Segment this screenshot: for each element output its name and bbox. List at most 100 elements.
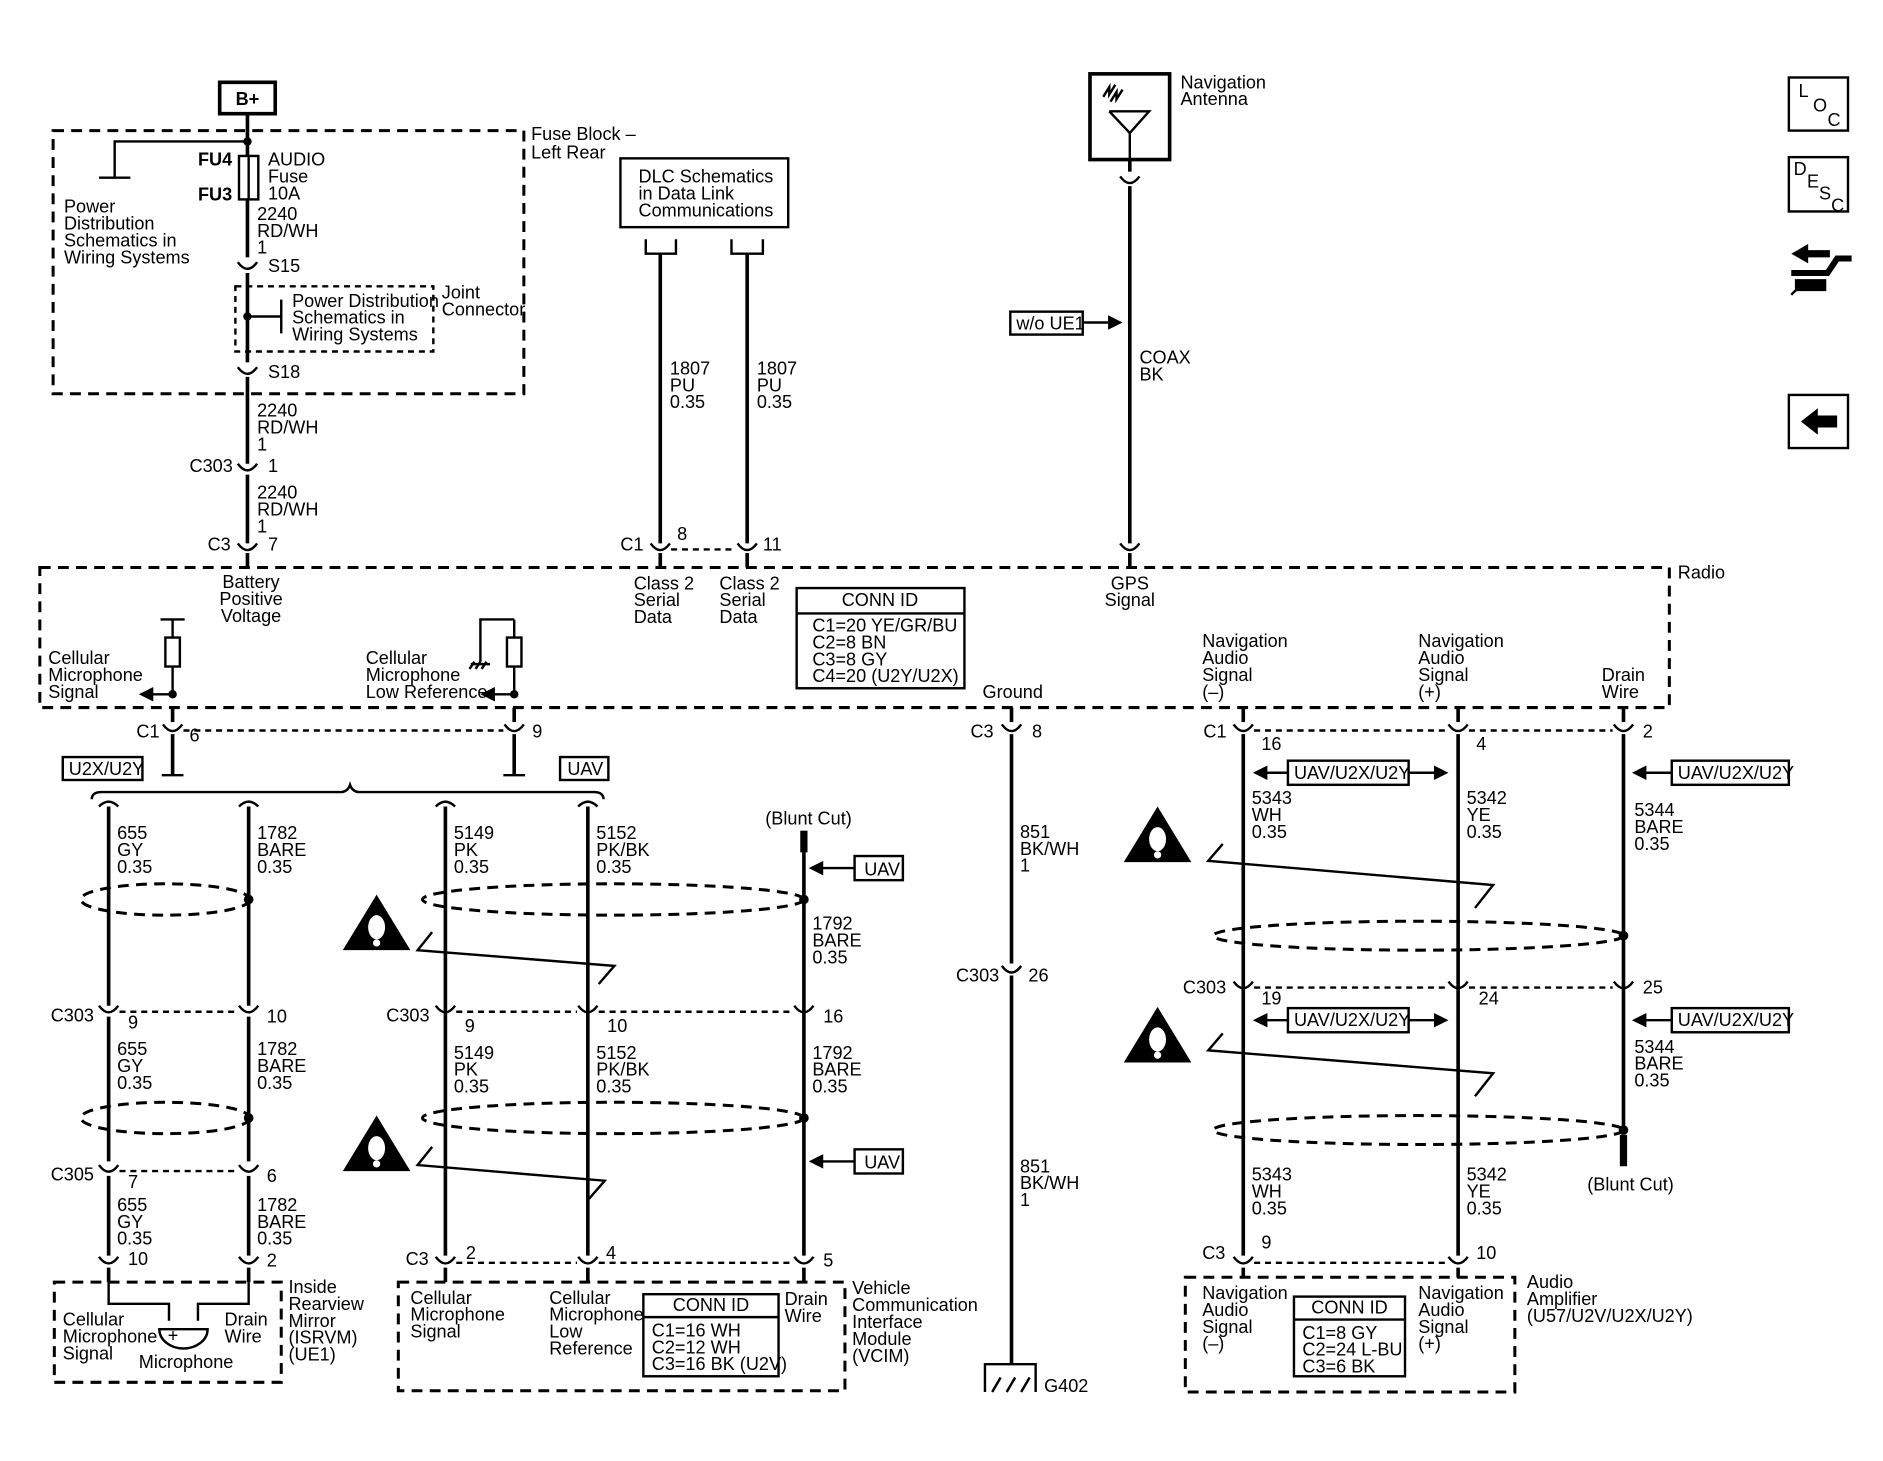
svg-text:655: 655 [117,823,147,843]
svg-text:5343: 5343 [1252,1165,1292,1185]
svg-text:(ISRVM): (ISRVM) [288,1328,357,1348]
svg-text:Signal: Signal [1418,665,1468,685]
svg-text:Voltage: Voltage [221,606,281,626]
svg-text:1: 1 [257,238,267,258]
svg-text:PK: PK [454,840,478,860]
svg-text:C1=20 YE/GR/BU: C1=20 YE/GR/BU [812,616,957,636]
svg-text:Signal: Signal [1202,1317,1252,1337]
svg-text:2240: 2240 [257,204,297,224]
svg-text:BARE: BARE [1634,1054,1683,1074]
svg-text:Microphone: Microphone [549,1305,644,1325]
svg-text:5149: 5149 [454,823,494,843]
svg-text:Drain: Drain [1602,665,1645,685]
svg-text:Microphone: Microphone [48,665,143,685]
svg-text:Navigation: Navigation [1180,72,1266,92]
tools-icon[interactable] [1790,244,1852,296]
svg-text:Low: Low [549,1322,583,1342]
svg-text:0.35: 0.35 [812,1077,847,1097]
svg-text:AUDIO: AUDIO [268,150,325,170]
svg-text:C3: C3 [406,1249,429,1269]
svg-text:Low Reference: Low Reference [366,682,488,702]
svg-text:0.35: 0.35 [454,1077,489,1097]
svg-text:Amplifier: Amplifier [1527,1289,1597,1309]
isrvm-box [52,1280,283,1384]
svg-text:BK: BK [1139,364,1163,384]
svg-text:Positive: Positive [219,589,282,609]
svg-text:GY: GY [117,1056,143,1076]
svg-text:C3=16 BK (U2V): C3=16 BK (U2V) [652,1354,787,1374]
svg-text:(+): (+) [1418,1334,1441,1354]
svg-text:10: 10 [1476,1243,1496,1263]
svg-text:5342: 5342 [1467,788,1507,808]
svg-text:Data: Data [719,607,758,627]
svg-text:(Blunt Cut): (Blunt Cut) [1587,1174,1673,1194]
svg-text:0.35: 0.35 [257,857,292,877]
svg-text:Microphone: Microphone [410,1305,505,1325]
svg-text:5343: 5343 [1252,788,1292,808]
svg-text:UAV: UAV [864,859,900,879]
svg-text:RD/WH: RD/WH [257,418,318,438]
desc-button[interactable]: D E S C [1787,155,1850,215]
svg-text:Signal: Signal [63,1343,113,1363]
back-button[interactable] [1787,393,1850,450]
svg-text:YE: YE [1467,1182,1491,1202]
svg-text:Reference: Reference [549,1339,632,1359]
svg-text:6: 6 [267,1166,277,1186]
svg-text:1792: 1792 [812,914,852,934]
svg-text:Wire: Wire [1602,682,1639,702]
svg-text:COAX: COAX [1139,348,1190,368]
svg-text:UAV/U2X/U2Y: UAV/U2X/U2Y [1678,763,1794,783]
svg-text:Signal: Signal [1202,665,1252,685]
svg-text:0.35: 0.35 [257,1073,292,1093]
svg-text:Signal: Signal [1105,590,1155,610]
svg-text:C3: C3 [1202,1243,1225,1263]
warning-icon [1123,1006,1192,1063]
svg-text:BARE: BARE [812,1060,861,1080]
svg-text:(–): (–) [1202,682,1224,702]
svg-text:5342: 5342 [1467,1165,1507,1185]
svg-text:655: 655 [117,1195,147,1215]
svg-text:10: 10 [607,1016,627,1036]
svg-text:25: 25 [1643,978,1663,998]
svg-text:Cellular: Cellular [48,648,109,668]
svg-text:GY: GY [117,1212,143,1232]
svg-text:0.35: 0.35 [117,1229,152,1249]
svg-text:Microphone: Microphone [139,1352,234,1372]
svg-text:Power: Power [64,197,115,217]
loc-button[interactable]: L O C [1787,76,1850,132]
svg-text:UAV/U2X/U2Y: UAV/U2X/U2Y [1294,763,1410,783]
svg-text:PU: PU [670,375,695,395]
warning-icon [342,894,411,951]
svg-text:9: 9 [1261,1232,1271,1252]
svg-text:8: 8 [677,524,687,544]
svg-text:Distribution: Distribution [64,214,155,234]
svg-text:Drain: Drain [785,1289,828,1309]
svg-text:Navigation: Navigation [1202,631,1288,651]
svg-text:(+): (+) [1418,682,1441,702]
svg-text:0.35: 0.35 [1467,1199,1502,1219]
svg-text:CONN ID: CONN ID [673,1295,749,1315]
svg-text:4: 4 [1476,734,1486,754]
amplifier-label: Audio Amplifier (U57/U2V/U2X/U2Y) [1527,1272,1693,1326]
svg-text:C1: C1 [620,535,643,555]
svg-text:C3: C3 [208,535,231,555]
svg-text:BARE: BARE [257,840,306,860]
svg-text:C303: C303 [386,1005,429,1025]
svg-text:Cellular: Cellular [549,1288,610,1308]
svg-text:C1=16 WH: C1=16 WH [652,1320,741,1340]
svg-text:WH: WH [1252,805,1282,825]
svg-text:5152: 5152 [596,823,636,843]
svg-text:RD/WH: RD/WH [257,500,318,520]
svg-text:Serial: Serial [719,590,765,610]
svg-text:0.35: 0.35 [257,1229,292,1249]
svg-text:Navigation: Navigation [1418,631,1503,651]
svg-text:1792: 1792 [812,1043,852,1063]
svg-text:C303: C303 [1183,978,1226,998]
svg-text:S18: S18 [268,362,300,382]
svg-text:Interface: Interface [852,1312,922,1332]
svg-text:(VCIM): (VCIM) [852,1346,909,1366]
svg-text:0.35: 0.35 [596,857,631,877]
svg-text:2240: 2240 [257,401,297,421]
svg-text:Left Rear: Left Rear [531,142,605,162]
svg-text:1: 1 [257,517,267,537]
